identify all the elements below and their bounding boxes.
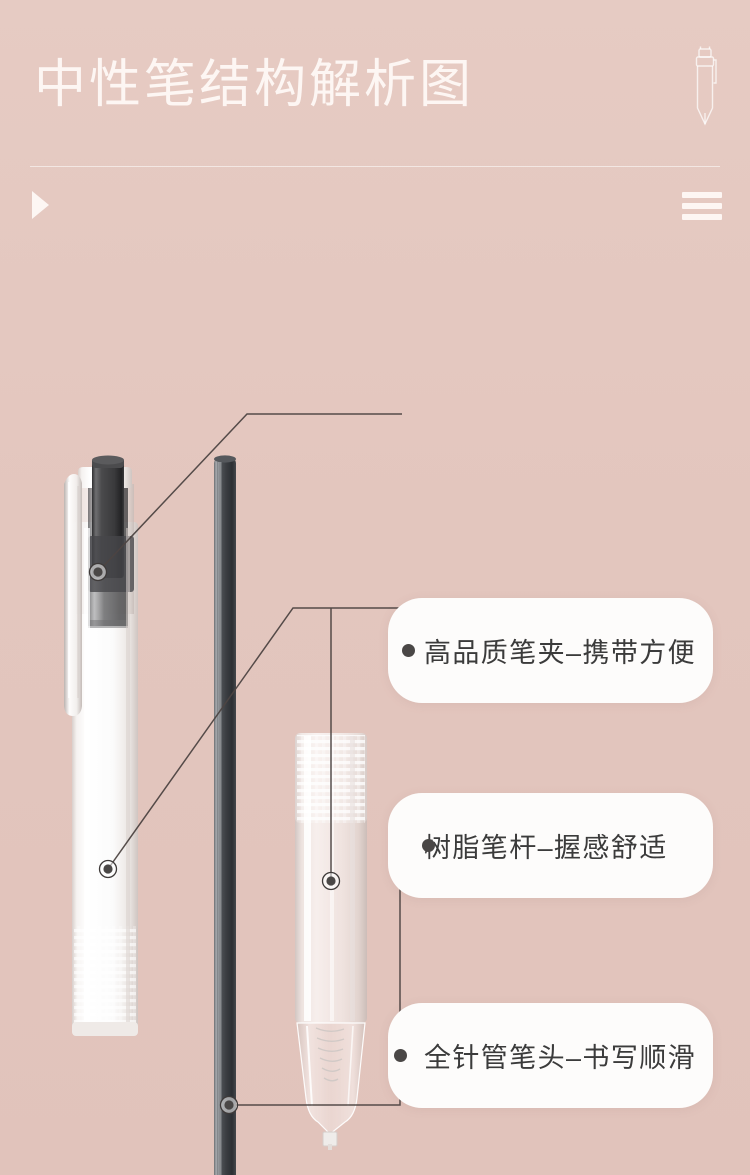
page-title: 中性笔结构解析图: [34, 56, 475, 114]
callout-label: 全针管笔头–书写顺滑: [424, 1043, 697, 1073]
marker-front-barrel: [321, 871, 341, 891]
pen-outline-icon: [687, 46, 723, 128]
callout-dot-icon: [394, 1049, 407, 1062]
callout-card-barrel[interactable]: 树脂笔杆–握感舒适: [388, 793, 713, 898]
leader-lines: [97, 413, 424, 1106]
pen-exploded-diagram: 高品质笔夹–携带方便 树脂笔杆–握感舒适 全针管笔头–书写顺滑: [0, 236, 750, 1175]
marker-tip: [219, 1095, 239, 1115]
callout-dot-icon: [402, 644, 415, 657]
refill-illustration: [214, 455, 236, 1175]
page-header: 中性笔结构解析图: [0, 0, 750, 236]
diagram-markers: [88, 562, 341, 1115]
header-divider: [30, 166, 720, 167]
callout-label: 高品质笔夹–携带方便: [424, 638, 697, 668]
callout-label: 树脂笔杆–握感舒适: [424, 833, 668, 863]
marker-clip: [88, 562, 108, 582]
diagram-artwork: [64, 413, 424, 1175]
play-triangle-icon[interactable]: [32, 188, 58, 222]
marker-barrel: [98, 859, 118, 879]
assembled-pen-illustration: [64, 455, 138, 1036]
callout-dot-icon: [422, 839, 435, 852]
hamburger-menu-icon[interactable]: [682, 192, 722, 220]
callout-card-tip[interactable]: 全针管笔头–书写顺滑: [388, 1003, 713, 1108]
callout-card-clip[interactable]: 高品质笔夹–携带方便: [388, 598, 713, 703]
